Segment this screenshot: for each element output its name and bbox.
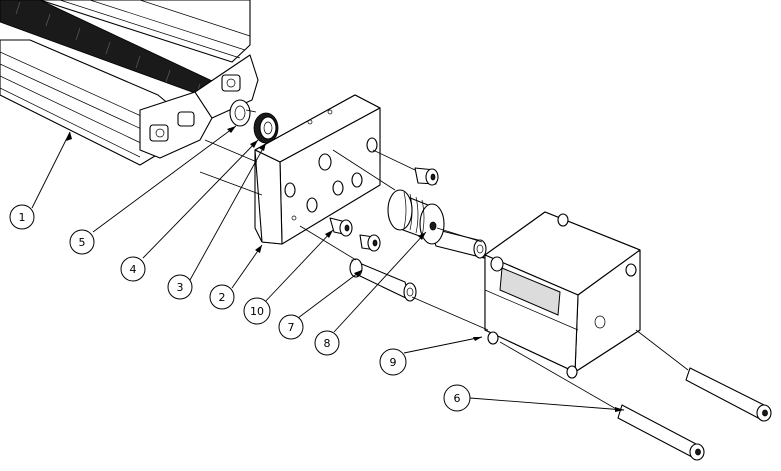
callout-3: 3 — [167, 274, 193, 300]
stepper-motor — [484, 211, 641, 379]
callout-2: 2 — [209, 284, 235, 310]
svg-text:5: 5 — [79, 236, 86, 249]
cap-screw — [414, 167, 439, 186]
flexible-coupling — [387, 189, 445, 245]
end-plate — [254, 94, 381, 245]
callout-8: 8 — [314, 330, 340, 356]
long-bolt — [617, 404, 705, 461]
spacer-standoff — [349, 258, 417, 302]
svg-text:7: 7 — [288, 321, 295, 334]
svg-text:10: 10 — [250, 305, 264, 318]
callout-6: 6 — [443, 384, 471, 412]
svg-text:8: 8 — [324, 337, 331, 350]
assembly-axis-lines — [199, 109, 689, 411]
lead-screw-nut — [229, 99, 251, 127]
callout-1: 1 — [9, 204, 35, 230]
svg-text:4: 4 — [130, 263, 137, 276]
callout-5: 5 — [69, 229, 95, 255]
svg-text:9: 9 — [390, 356, 397, 369]
callout-9: 9 — [379, 348, 407, 376]
svg-text:2: 2 — [219, 291, 226, 304]
bearing — [253, 112, 279, 144]
cap-screw — [329, 217, 353, 237]
svg-text:6: 6 — [454, 392, 461, 405]
svg-text:3: 3 — [177, 281, 184, 294]
svg-text:1: 1 — [19, 211, 26, 224]
long-bolt — [685, 367, 772, 422]
callout-leaders — [31, 125, 625, 412]
cap-screw — [359, 234, 381, 252]
aluminum-extrusion-profile — [0, 0, 259, 166]
callout-7: 7 — [278, 314, 304, 340]
callout-4: 4 — [120, 256, 146, 282]
callout-10: 10 — [243, 297, 271, 325]
